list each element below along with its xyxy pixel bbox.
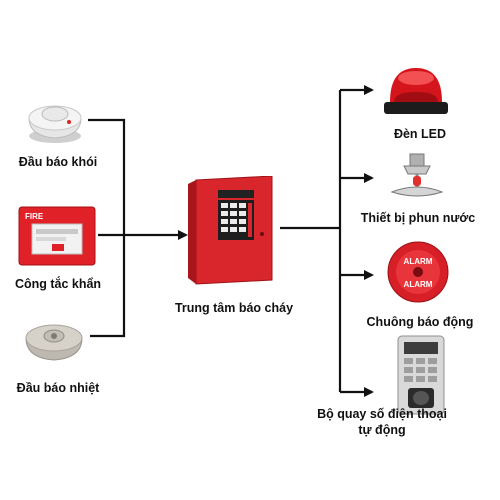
led-light-label: Đèn LED [393,127,447,141]
fire-alarm-control-panel-icon [188,176,273,285]
sprinkler-label: Thiết bị phun nước [360,211,476,225]
control-panel-label: Trung tâm báo cháy [174,301,294,315]
call-point-label: Công tắc khẩn [14,277,102,291]
input-bus-line [88,118,126,338]
alarm-bell-icon: ALARM ALARM [386,240,450,309]
auto-dialer-keypad-icon [397,335,445,415]
auto-dialer-label: Bộ quay số điện thoại tự động [317,407,447,437]
alarm-bell-label: Chuông báo động [366,315,474,329]
smoke-detector-icon [28,105,82,143]
red-strobe-light-icon [384,68,448,114]
smoke-detector-label: Đầu báo khói [18,155,98,169]
call-point-fire-text: FIRE [25,212,44,221]
heat-detector-icon [25,324,83,361]
heat-detector-label: Đầu báo nhiệt [16,381,100,395]
bell-alarm-text-bottom: ALARM [404,280,433,289]
sprinkler-head-icon [390,153,444,197]
bell-alarm-text-top: ALARM [404,257,433,266]
fire-alarm-call-point-icon: FIRE [18,206,96,271]
